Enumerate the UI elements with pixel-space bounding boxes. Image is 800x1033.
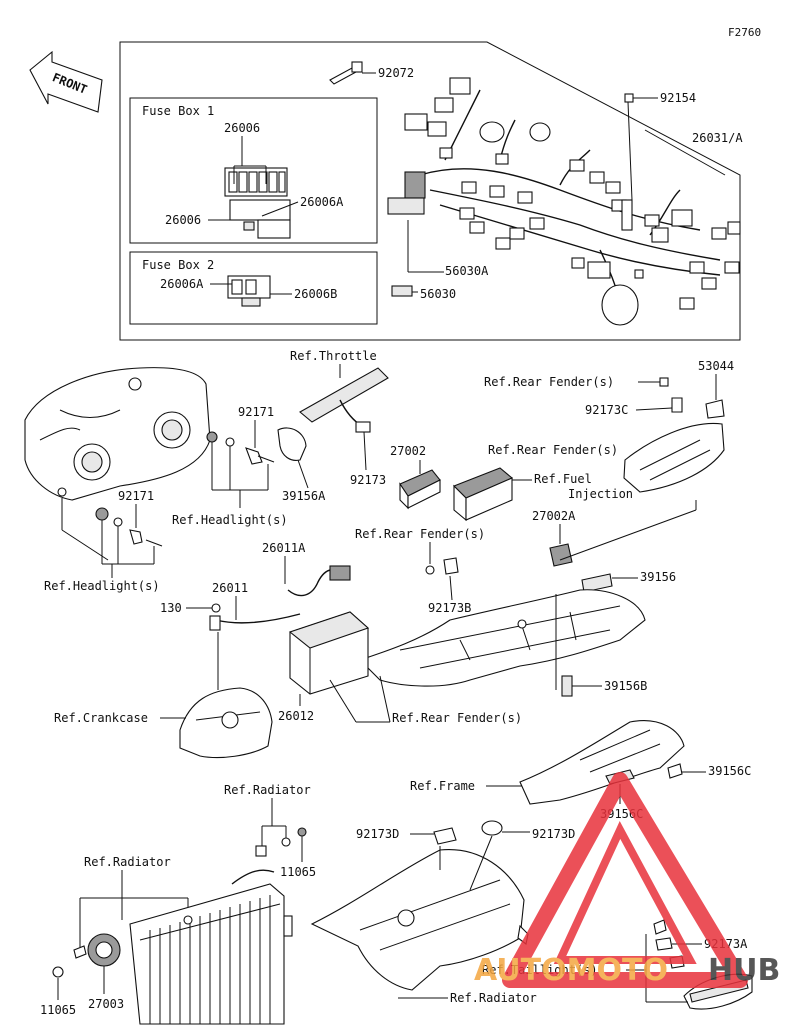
callout-p26011: 26011 [212, 581, 248, 595]
fuse-box-1-icon [224, 167, 291, 239]
callout-p27002a: 27002A [532, 509, 576, 523]
callout-ref-headlights-b: Ref.Headlight(s) [44, 579, 160, 593]
headlight-bracket-icon [24, 367, 211, 501]
callout-ref-rear-fender-c: Ref.Rear Fender(s) [355, 527, 485, 541]
callout-ref-crankcase: Ref.Crankcase [54, 711, 148, 725]
callout-p92072: 92072 [378, 66, 414, 80]
callout-p39156: 39156 [640, 570, 676, 584]
relay-27002-icon [399, 469, 441, 510]
callout-p92171-a: 92171 [238, 405, 274, 419]
throttle-harness-icon [277, 367, 389, 461]
callout-p11065-a: 11065 [40, 1003, 76, 1017]
callout-p26011a: 26011A [262, 541, 306, 555]
fuse-box-2-title: Fuse Box 2 [142, 258, 214, 272]
callout-p92173b: 92173B [428, 601, 471, 615]
callout-fb2-26006a: 26006A [160, 277, 204, 291]
callout-p26012: 26012 [278, 709, 314, 723]
callout-p92173: 92173 [350, 473, 386, 487]
callout-p56030a: 56030A [445, 264, 489, 278]
callout-p39156c-a: 39156C [708, 764, 751, 778]
callout-fb1-26006a: 26006A [300, 195, 344, 209]
callout-p92173d-b: 92173D [532, 827, 575, 841]
figure-code: F2760 [728, 26, 761, 39]
rear-fender-icon [358, 589, 646, 687]
fuse-box-2-icon [227, 275, 271, 307]
callout-ref-fuel-injection-2: Injection [568, 487, 633, 501]
callout-p26031a: 26031/A [692, 131, 743, 145]
watermark-text-right: HUB [708, 953, 780, 988]
fuse-box-1-title: Fuse Box 1 [142, 104, 214, 118]
battery-cable-icon [209, 565, 351, 631]
crankcase-icon [179, 687, 273, 759]
callout-ref-throttle: Ref.Throttle [290, 349, 377, 363]
horn-27003-icon [87, 933, 121, 967]
callout-p39156a: 39156A [282, 489, 326, 503]
frame-bracket-icon [519, 720, 685, 805]
callout-p27003: 27003 [88, 997, 124, 1011]
callout-ref-rear-fender-d: Ref.Rear Fender(s) [392, 711, 522, 725]
front-arrow-icon: FRONT [29, 50, 103, 113]
callout-p92173d-a: 92173D [356, 827, 399, 841]
callout-ref-frame: Ref.Frame [410, 779, 475, 793]
callout-p92171-b: 92171 [118, 489, 154, 503]
callout-p11065-b: 11065 [280, 865, 316, 879]
callout-ref-radiator-c: Ref.Radiator [450, 991, 537, 1005]
callout-fb2-26006b: 26006B [294, 287, 337, 301]
harness-panel: Fuse Box 1 26006 26006 26006A Fuse Box 2… [119, 41, 743, 341]
watermark-text-left: AUTOMOTO [474, 953, 668, 988]
callout-p53044: 53044 [698, 359, 734, 373]
battery-icon [288, 611, 370, 695]
callout-p92154: 92154 [660, 91, 696, 105]
callout-ref-rear-fender-b: Ref.Rear Fender(s) [488, 443, 618, 457]
bolt-92171-upper-icon [206, 431, 275, 465]
callout-p92173c: 92173C [585, 403, 628, 417]
callout-p39156b: 39156B [604, 679, 647, 693]
callout-ref-headlights-a: Ref.Headlight(s) [172, 513, 288, 527]
callout-fb1-26006-left: 26006 [165, 213, 201, 227]
callout-fb1-26006-top: 26006 [224, 121, 260, 135]
rear-bracket-icon [623, 422, 725, 493]
callout-ref-radiator-b: Ref.Radiator [84, 855, 171, 869]
callout-ref-radiator-a: Ref.Radiator [224, 783, 311, 797]
radiator-icon [129, 869, 293, 1025]
ecu-unit-icon [453, 467, 514, 522]
callout-p56030: 56030 [420, 287, 456, 301]
callout-ref-fuel-injection-1: Ref.Fuel [534, 472, 592, 486]
callout-p27002: 27002 [390, 444, 426, 458]
main-harness-icon [387, 77, 741, 326]
watermark-logo: AUTOMOTO HUB [474, 772, 780, 988]
callout-p130: 130 [160, 601, 182, 615]
fuse-box-1-frame [129, 97, 378, 244]
bolt-92171-lower-icon [95, 507, 163, 547]
callout-ref-rear-fender-a: Ref.Rear Fender(s) [484, 375, 614, 389]
fuse-box-2-frame [129, 251, 378, 325]
